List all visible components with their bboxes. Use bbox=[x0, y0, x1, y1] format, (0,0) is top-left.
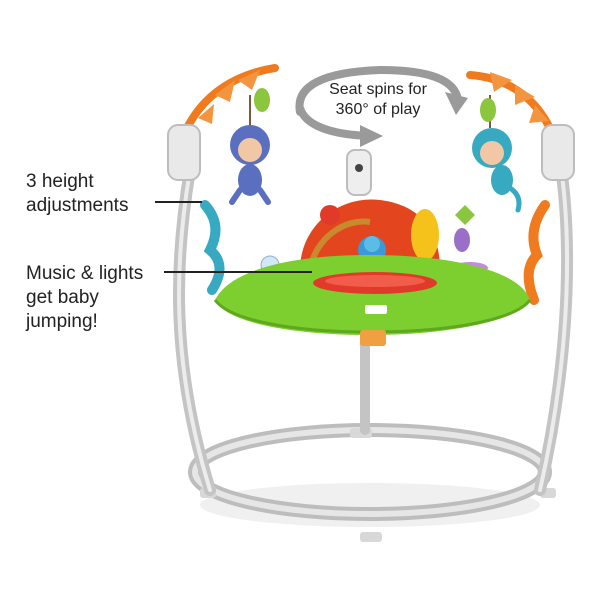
seat-post bbox=[346, 149, 372, 196]
spin-callout-line2: 360° of play bbox=[335, 101, 421, 118]
activity-tray bbox=[213, 255, 532, 346]
music-callout-line2: get baby bbox=[26, 287, 99, 308]
right-leaf-dangler bbox=[523, 200, 550, 305]
height-leader-line bbox=[155, 201, 202, 203]
height-callout-line2: adjustments bbox=[26, 195, 129, 216]
spin-callout-line1: Seat spins for bbox=[329, 81, 427, 98]
floor-shadow bbox=[200, 483, 540, 527]
frame-legs bbox=[172, 154, 574, 496]
music-callout-line1: Music & lights bbox=[26, 263, 144, 284]
left-monkey-toy bbox=[229, 88, 271, 205]
left-leaf-dangler bbox=[200, 200, 225, 295]
music-callout: Music & lights get baby jumping! bbox=[26, 262, 143, 334]
right-monkey-toy bbox=[472, 95, 522, 213]
spin-callout: Seat spins for 360° of play bbox=[318, 80, 438, 120]
music-leader-line bbox=[164, 271, 312, 273]
right-toy-arch bbox=[466, 71, 575, 181]
music-callout-line3: jumping! bbox=[26, 311, 98, 332]
height-callout: 3 height adjustments bbox=[26, 170, 128, 218]
height-callout-line1: 3 height bbox=[26, 171, 94, 192]
left-toy-arch bbox=[167, 64, 279, 181]
